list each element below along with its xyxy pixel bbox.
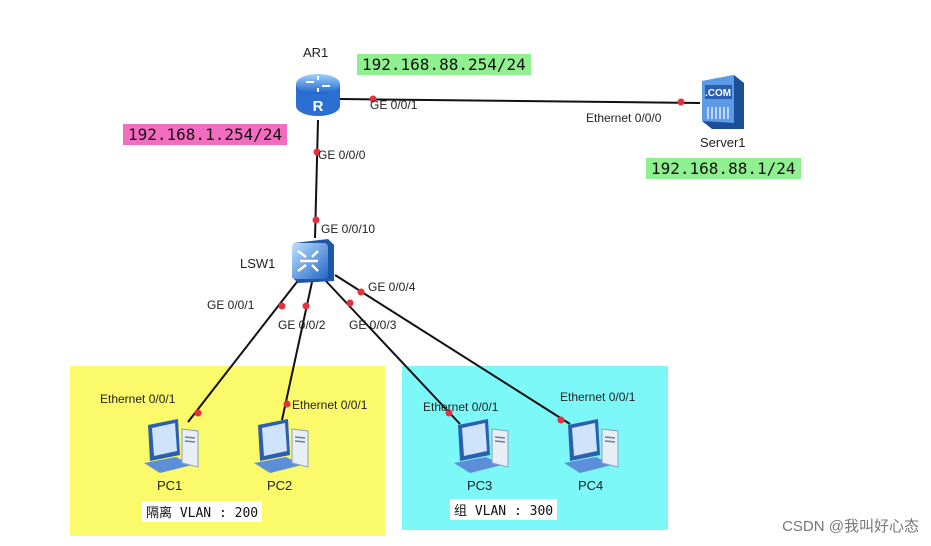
port-dot-pc4-eth xyxy=(557,416,565,424)
server-icon[interactable]: .COM xyxy=(700,73,746,136)
svg-text:R: R xyxy=(313,98,324,115)
pc4-icon[interactable] xyxy=(560,415,622,482)
watermark: CSDN @我叫好心态 xyxy=(782,518,919,535)
label-pc4-eth: Ethernet 0/0/1 xyxy=(560,390,636,404)
label-pc1-eth: Ethernet 0/0/1 xyxy=(100,392,176,406)
vlan-200-label: 隔离 VLAN : 200 xyxy=(142,501,263,522)
link-ar1-server1[interactable] xyxy=(339,98,701,104)
port-dots xyxy=(194,95,685,424)
pc1-name: PC1 xyxy=(157,478,183,493)
pc2-icon[interactable] xyxy=(250,415,312,482)
label-lsw-ge001: GE 0/0/1 xyxy=(207,298,255,312)
label-lsw-ge002: GE 0/0/2 xyxy=(278,318,326,332)
switch-icon[interactable] xyxy=(288,237,336,290)
label-server-eth: Ethernet 0/0/0 xyxy=(586,111,662,125)
pc3-name: PC3 xyxy=(467,478,493,493)
label-lsw-ge0010: GE 0/0/10 xyxy=(321,222,376,236)
pc4-name: PC4 xyxy=(578,478,604,493)
label-ar1-ge000: GE 0/0/0 xyxy=(318,148,366,162)
router-icon[interactable]: R xyxy=(292,70,344,125)
label-pc3-eth: Ethernet 0/0/1 xyxy=(423,400,499,414)
pc2-name: PC2 xyxy=(267,478,293,493)
ar1-uplink-ip: 192.168.88.254/24 xyxy=(357,54,531,75)
label-lsw-ge003: GE 0/0/3 xyxy=(349,318,397,332)
port-dot-pc3-eth xyxy=(445,409,453,417)
switch-name: LSW1 xyxy=(240,256,276,271)
vlan-300-label: 组 VLAN : 300 xyxy=(450,499,558,520)
router-name: AR1 xyxy=(303,45,329,60)
port-dot-lsw-ge0010 xyxy=(312,216,320,224)
label-pc2-eth: Ethernet 0/0/1 xyxy=(292,398,368,412)
link-lsw1-pc4[interactable] xyxy=(334,274,571,425)
port-dot-ar1-ge001 xyxy=(369,95,377,103)
port-dot-lsw-ge001 xyxy=(278,302,286,310)
port-dot-pc1-eth xyxy=(194,409,202,417)
server-name: Server1 xyxy=(700,135,746,150)
port-dot-lsw-ge004 xyxy=(357,288,365,296)
pc1-icon[interactable] xyxy=(140,415,202,482)
label-ar1-ge001: GE 0/0/1 xyxy=(370,98,418,112)
port-dot-pc2-eth xyxy=(283,400,291,408)
pc3-icon[interactable] xyxy=(450,415,512,482)
port-dot-lsw-ge003 xyxy=(346,299,354,307)
port-dot-lsw-ge002 xyxy=(302,302,310,310)
port-dot-server-eth xyxy=(677,98,685,106)
link-lsw1-pc1[interactable] xyxy=(187,277,301,423)
port-dot-ar1-ge000 xyxy=(313,148,321,156)
ar1-downlink-ip: 192.168.1.254/24 xyxy=(123,124,288,145)
svg-text:.COM: .COM xyxy=(705,88,731,99)
server-ip: 192.168.88.1/24 xyxy=(646,158,801,179)
label-lsw-ge004: GE 0/0/4 xyxy=(368,280,416,294)
